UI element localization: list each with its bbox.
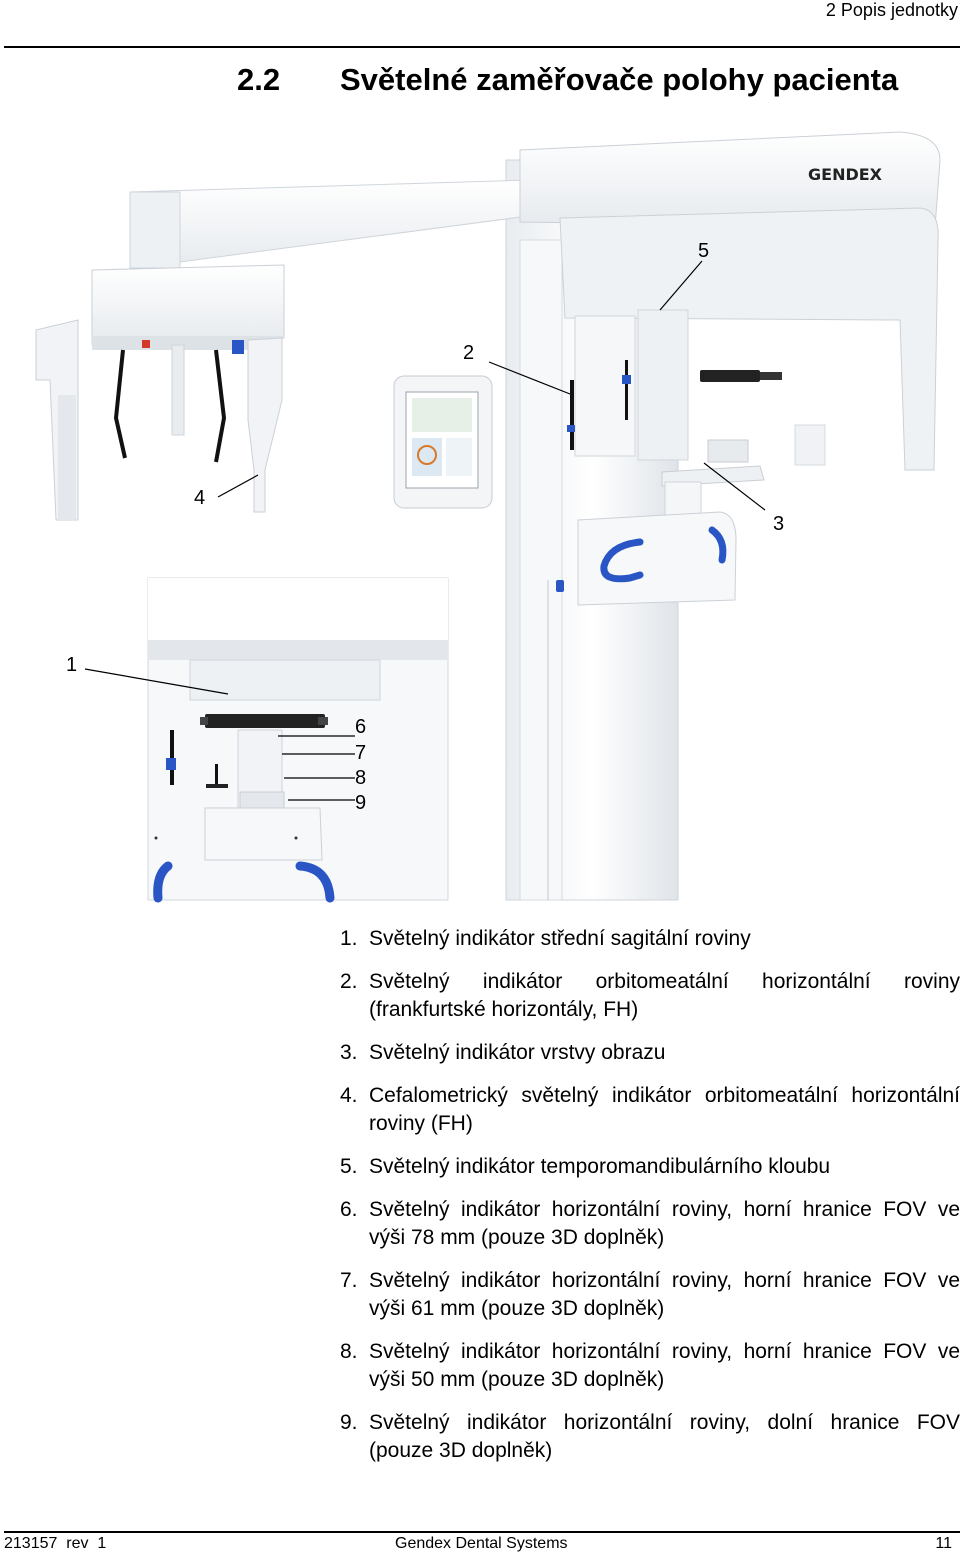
legend-item: 9. Světelný indikátor horizontální roviny… — [340, 1409, 960, 1465]
running-header: 2 Popis jednotky — [825, 0, 958, 20]
legend-number: 1. — [340, 927, 358, 950]
footer-company: Gendex Dental Systems — [395, 1535, 568, 1552]
touch-screen — [393, 375, 493, 509]
legend-text: Světelný indikátor orbitomeatální horizo… — [369, 970, 960, 1021]
legend-number: 8. — [340, 1340, 358, 1363]
inset-photo — [147, 577, 449, 903]
callout-9: 9 — [355, 792, 367, 814]
callout-3: 3 — [773, 513, 785, 535]
section-title-text: Světelné zaměřovače polohy pacienta — [340, 62, 899, 97]
callout-5: 5 — [698, 240, 710, 262]
callout-8: 8 — [355, 767, 367, 789]
legend-item: 4. Cefalometrický světelný indikátor orbi… — [340, 1082, 960, 1138]
legend-text: Světelný indikátor horizontální roviny, … — [369, 1198, 960, 1249]
callout-6: 6 — [355, 716, 367, 738]
legend-number: 9. — [340, 1411, 358, 1434]
footer-page-number: 11 — [935, 1535, 952, 1552]
legend-number: 4. — [340, 1084, 358, 1107]
legend-text: Světelný indikátor střední sagitální rov… — [369, 927, 751, 950]
callout-7: 7 — [355, 742, 367, 764]
chin-support — [556, 465, 765, 606]
legend-item: 2. Světelný indikátor orbitomeatální hori… — [340, 968, 960, 1024]
tube-head: GENDEX — [519, 131, 941, 471]
callout-4: 4 — [194, 487, 206, 509]
legend-item: 3. Světelný indikátor vrstvy obrazu — [340, 1039, 960, 1067]
callout-1: 1 — [66, 654, 78, 676]
legend-item: 5. Světelný indikátor temporomandibulární… — [340, 1153, 960, 1181]
legend-number: 3. — [340, 1041, 358, 1064]
legend-number: 2. — [340, 970, 358, 993]
legend-item: 8. Světelný indikátor horizontální roviny… — [340, 1338, 960, 1394]
legend-item: 1. Světelný indikátor střední sagitální r… — [340, 925, 960, 953]
legend-number: 7. — [340, 1269, 358, 1292]
legend-text: Cefalometrický světelný indikátor orbito… — [369, 1084, 960, 1135]
device-illustration: GENDEX — [35, 131, 941, 903]
legend-text: Světelný indikátor vrstvy obrazu — [369, 1041, 666, 1064]
footer-rule — [4, 1531, 960, 1533]
legend-text: Světelný indikátor horizontální roviny, … — [369, 1340, 960, 1391]
legend-item: 6. Světelný indikátor horizontální roviny… — [340, 1196, 960, 1252]
legend-text: Světelný indikátor temporomandibulárního… — [369, 1155, 831, 1178]
brand-logo: GENDEX — [808, 165, 883, 184]
cephalostat-arm — [35, 179, 537, 521]
callout-leaders — [84, 260, 766, 801]
callout-2: 2 — [463, 342, 475, 364]
legend-number: 5. — [340, 1155, 358, 1178]
legend-list: 1. Světelný indikátor střední sagitální r… — [340, 925, 960, 1480]
legend-text: Světelný indikátor horizontální roviny, … — [369, 1411, 960, 1462]
header-rule — [4, 46, 960, 48]
section-number: 2.2 — [237, 62, 281, 97]
legend-number: 6. — [340, 1198, 358, 1221]
legend-text: Světelný indikátor horizontální roviny, … — [369, 1269, 960, 1320]
legend-item: 7. Světelný indikátor horizontální roviny… — [340, 1267, 960, 1323]
section-title: 2.2 Světelné zaměřovače polohy pacienta — [237, 62, 898, 98]
footer-doc-id: 213157 rev 1 — [4, 1535, 107, 1552]
